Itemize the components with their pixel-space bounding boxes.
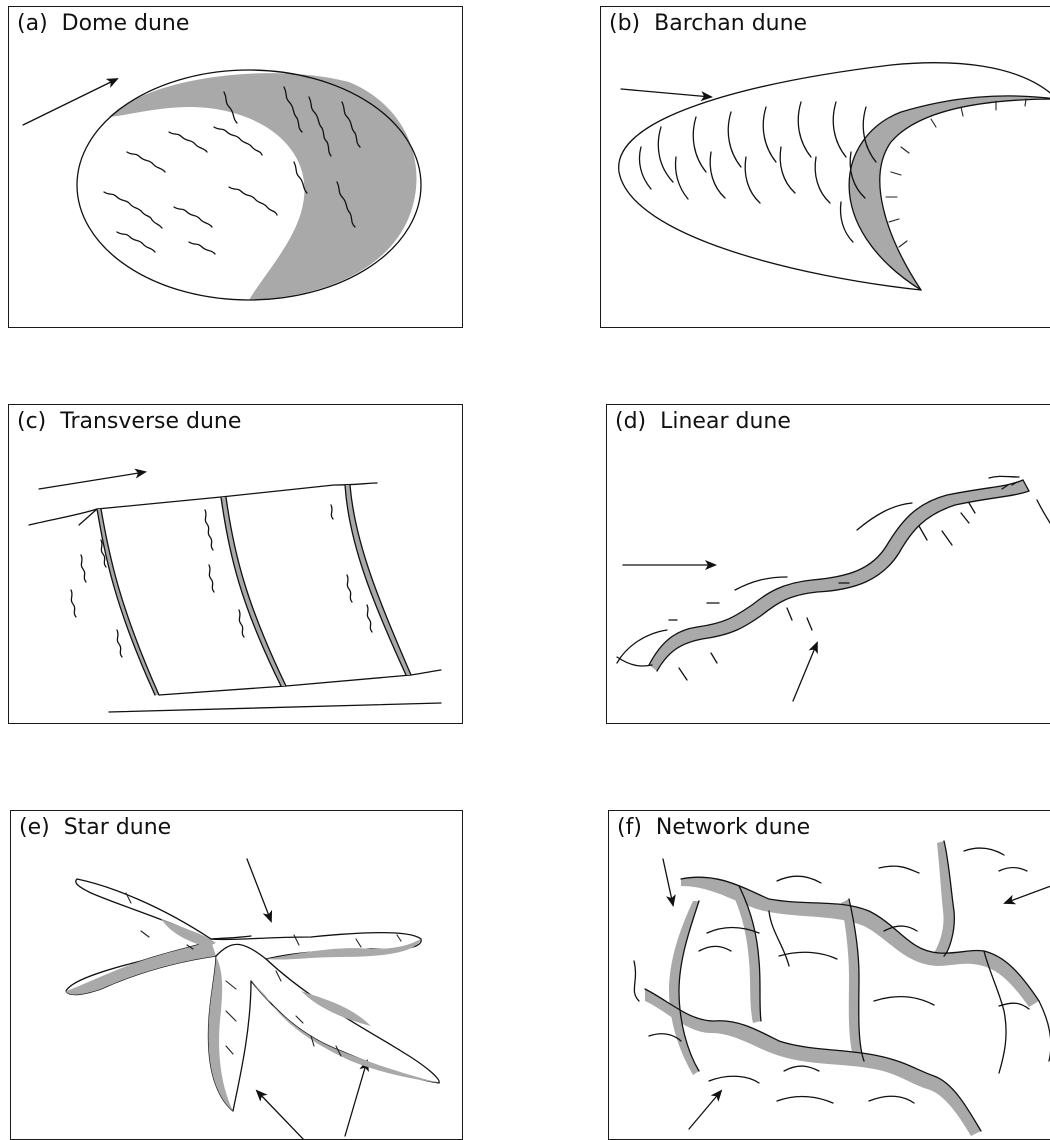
panel-network-dune: (f) Network dune — [608, 810, 1050, 1140]
linear-dune-drawing — [607, 405, 1050, 724]
wind-arrow-2 — [257, 1091, 305, 1140]
wind-arrow — [663, 859, 673, 905]
transverse-dune-drawing — [9, 405, 463, 724]
wind-arrow-2 — [1005, 883, 1050, 903]
wind-arrow-3 — [345, 1061, 367, 1136]
slip-face-shade — [849, 96, 1050, 290]
panel-label: (b) Barchan dune — [609, 11, 807, 36]
panel-label: (a) Dome dune — [17, 11, 189, 36]
wind-arrow — [621, 89, 711, 97]
dome-dune-drawing — [9, 7, 463, 328]
star-dune-drawing — [11, 811, 463, 1140]
wind-arrow-2 — [793, 643, 817, 701]
panel-dome-dune: (a) Dome dune — [8, 6, 463, 328]
panel-star-dune: (e) Star dune — [10, 810, 463, 1140]
panel-label: (e) Star dune — [19, 815, 171, 840]
barchan-dune-drawing — [601, 7, 1050, 328]
panel-linear-dune: (d) Linear dune — [606, 404, 1050, 724]
network-dune-drawing — [609, 811, 1050, 1140]
panel-transverse-dune: (c) Transverse dune — [8, 404, 463, 724]
wind-arrow — [247, 859, 271, 921]
wind-arrow — [23, 79, 117, 125]
panel-barchan-dune: (b) Barchan dune — [600, 6, 1050, 328]
panel-label: (d) Linear dune — [615, 409, 791, 434]
wind-arrow — [39, 472, 145, 489]
wind-arrow-3 — [689, 1091, 721, 1129]
panel-label: (c) Transverse dune — [17, 409, 241, 434]
panel-label: (f) Network dune — [617, 815, 810, 840]
